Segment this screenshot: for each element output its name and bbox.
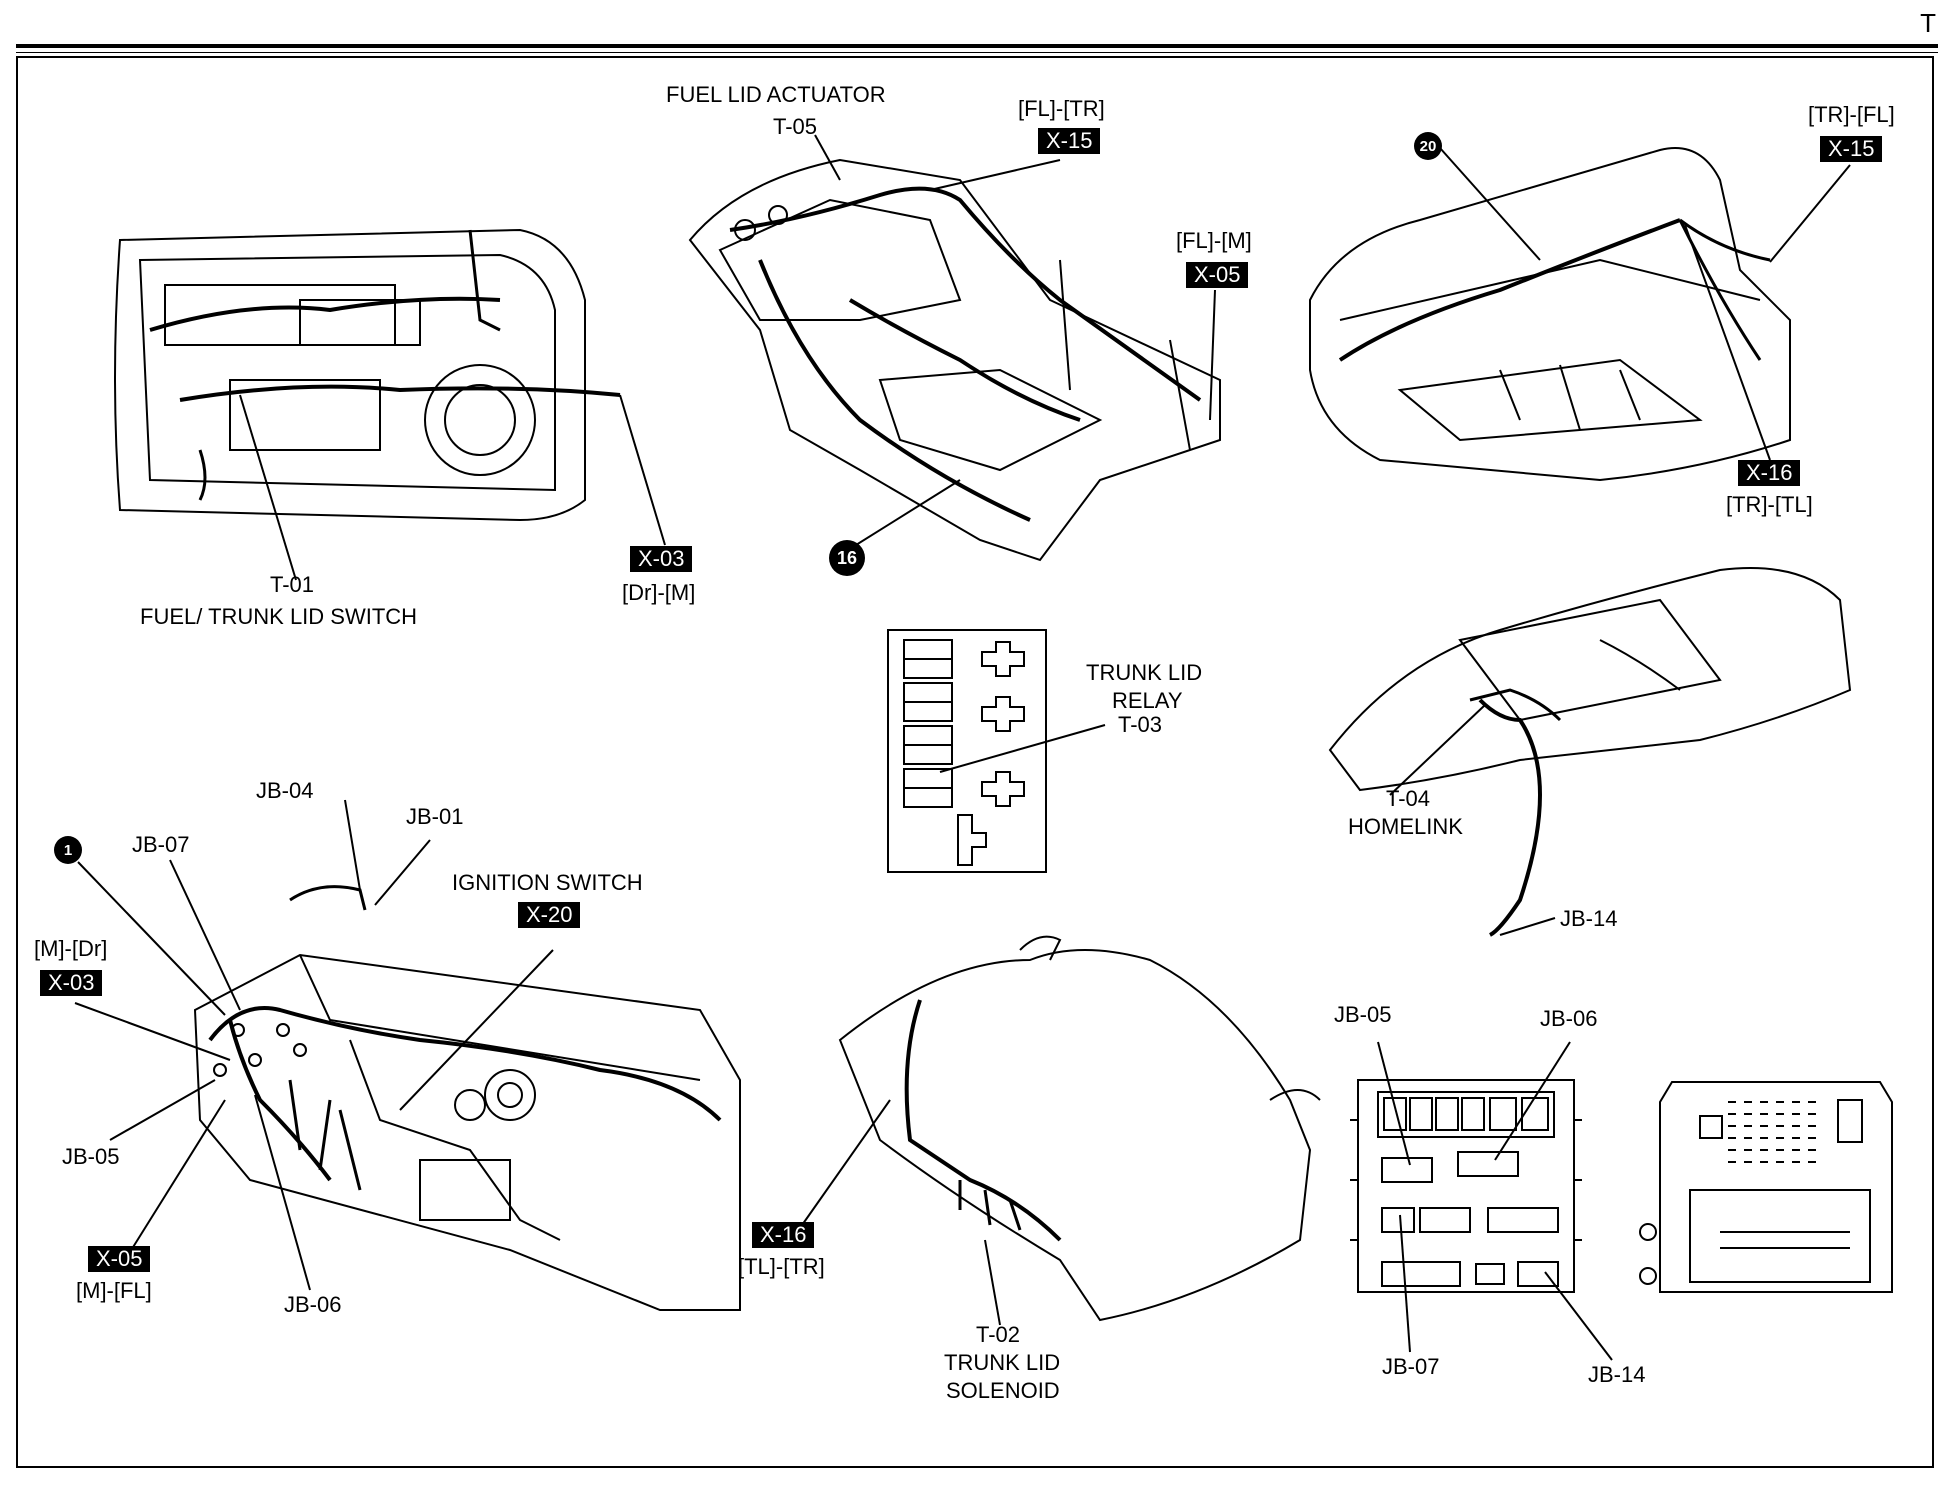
label-trunk-lid-solenoid-line2: SOLENOID (946, 1378, 1060, 1403)
leader-t03 (939, 724, 1106, 773)
tag-x15-trunk: X-15 (1820, 136, 1883, 162)
leader-jb06-box (1494, 1041, 1571, 1161)
diagram-frame (16, 56, 1934, 1468)
label-jb14-roof: JB-14 (1560, 906, 1618, 931)
junction-box-front-illustration (1350, 1079, 1582, 1293)
page-letter: T (1920, 8, 1936, 38)
top-rule-thin (16, 52, 1938, 53)
dashboard-illustration (193, 885, 741, 1311)
trunk-lid-illustration (838, 935, 1321, 1322)
label-t04: T-04 (1386, 786, 1431, 811)
label-trunk-lid-solenoid-line1: TRUNK LID (944, 1350, 1061, 1375)
leader-jb07-dash (169, 859, 241, 1011)
leader-x05-floor (1209, 289, 1216, 421)
marker-1: 1 (54, 836, 82, 864)
label-dr-m: [Dr]-[M] (622, 580, 696, 605)
label-jb01: JB-01 (406, 804, 464, 829)
leader-x15-trunk (1769, 164, 1851, 263)
leader-x03-door (619, 394, 666, 546)
leader-x15-floor (929, 159, 1061, 191)
marker-20: 20 (1414, 132, 1442, 160)
label-jb14-box: JB-14 (1588, 1362, 1646, 1387)
label-trunk-lid-relay-line1: TRUNK LID (1086, 660, 1203, 685)
label-tr-fl: [TR]-[FL] (1808, 102, 1895, 127)
label-ignition-switch: IGNITION SWITCH (452, 870, 643, 895)
marker-16: 16 (829, 540, 865, 576)
label-t02: T-02 (976, 1322, 1021, 1347)
top-rule (16, 44, 1938, 48)
leader-jb07-box (1399, 1214, 1411, 1353)
relay-block-illustration (887, 629, 1047, 873)
leader-jb06-dash (254, 1094, 311, 1291)
leader-jb04 (344, 799, 361, 891)
label-m-fl: [M]-[FL] (76, 1278, 152, 1303)
leader-jb01 (374, 839, 431, 906)
trunk-harness-illustration (1309, 147, 1791, 482)
leader-x20 (399, 949, 554, 1111)
label-t03: T-03 (1118, 712, 1163, 737)
leader-t01 (239, 394, 297, 581)
label-jb04: JB-04 (256, 778, 314, 803)
leader-m1 (77, 861, 226, 1016)
leader-x03-dash (74, 1002, 231, 1061)
leader-jb05-box (1377, 1041, 1411, 1166)
label-jb06-dash: JB-06 (284, 1292, 342, 1317)
label-trunk-lid-relay-line2: RELAY (1112, 688, 1183, 713)
label-fuel-trunk-lid-switch: FUEL/ TRUNK LID SWITCH (140, 604, 418, 629)
label-tl-tr: [TL]-[TR] (738, 1254, 825, 1279)
label-jb05-box: JB-05 (1334, 1002, 1392, 1027)
label-fuel-lid-actuator: FUEL LID ACTUATOR (666, 82, 886, 107)
junction-box-rear-illustration (1639, 1081, 1893, 1293)
tag-x05-floor: X-05 (1186, 262, 1249, 288)
label-fl-m: [FL]-[M] (1176, 228, 1252, 253)
leader-m20 (1439, 147, 1541, 261)
label-m-dr: [M]-[Dr] (34, 936, 108, 961)
label-jb07-dash: JB-07 (132, 832, 190, 857)
leader-jb14-roof (1499, 917, 1556, 936)
label-tr-tl: [TR]-[TL] (1726, 492, 1813, 517)
leader-x16-trunk (1684, 224, 1771, 461)
leader-jb14-box (1544, 1271, 1613, 1361)
leader-t05 (814, 134, 841, 181)
label-t01: T-01 (270, 572, 315, 597)
floor-harness-illustration (688, 158, 1221, 562)
tag-x16-lid: X-16 (752, 1222, 815, 1248)
leader-t04 (1389, 704, 1486, 796)
roof-harness-illustration (1328, 567, 1852, 937)
leader-m16 (847, 479, 961, 551)
label-jb05-dash: JB-05 (62, 1144, 120, 1169)
tag-x03-dash: X-03 (40, 970, 103, 996)
leader-x16-lid (799, 1099, 891, 1229)
tag-x03-door: X-03 (630, 546, 693, 572)
label-jb06-box: JB-06 (1540, 1006, 1598, 1031)
tag-x15-floor: X-15 (1038, 128, 1101, 154)
label-t05: T-05 (773, 114, 818, 139)
leader-t02 (984, 1239, 1001, 1326)
junction-box-rear-fuse-grid (1728, 1101, 1816, 1163)
label-homelink: HOMELINK (1348, 814, 1463, 839)
label-jb07-box: JB-07 (1382, 1354, 1440, 1379)
tag-x16-trunk: X-16 (1738, 460, 1801, 486)
tag-x20: X-20 (518, 902, 581, 928)
leader-jb05-dash (109, 1079, 216, 1141)
leader-x05-dash (129, 1099, 226, 1253)
driver-door-illustration (114, 228, 621, 522)
tag-x05-dash: X-05 (88, 1246, 151, 1272)
label-fl-tr: [FL]-[TR] (1018, 96, 1105, 121)
